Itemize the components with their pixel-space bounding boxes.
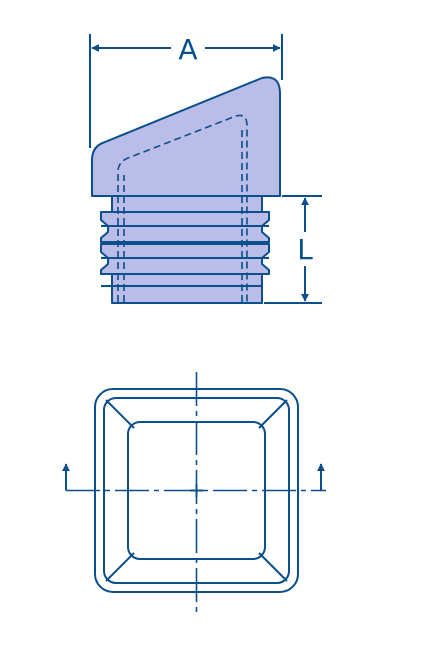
dimension-l-label: L (297, 233, 313, 266)
bevel-top-left (105, 399, 135, 429)
side-view (91, 76, 281, 304)
top-view (62, 372, 326, 612)
dimension-a-label: A (178, 33, 197, 66)
bevel-bottom-left (105, 552, 135, 582)
bevel-bottom-right (258, 552, 288, 582)
cap-head (91, 76, 281, 197)
hidden-inner-outline (117, 114, 248, 302)
dimension-a (89, 34, 283, 148)
plug-ribs (100, 211, 270, 287)
dimension-l (264, 195, 322, 304)
bevel-top-right (258, 399, 288, 429)
